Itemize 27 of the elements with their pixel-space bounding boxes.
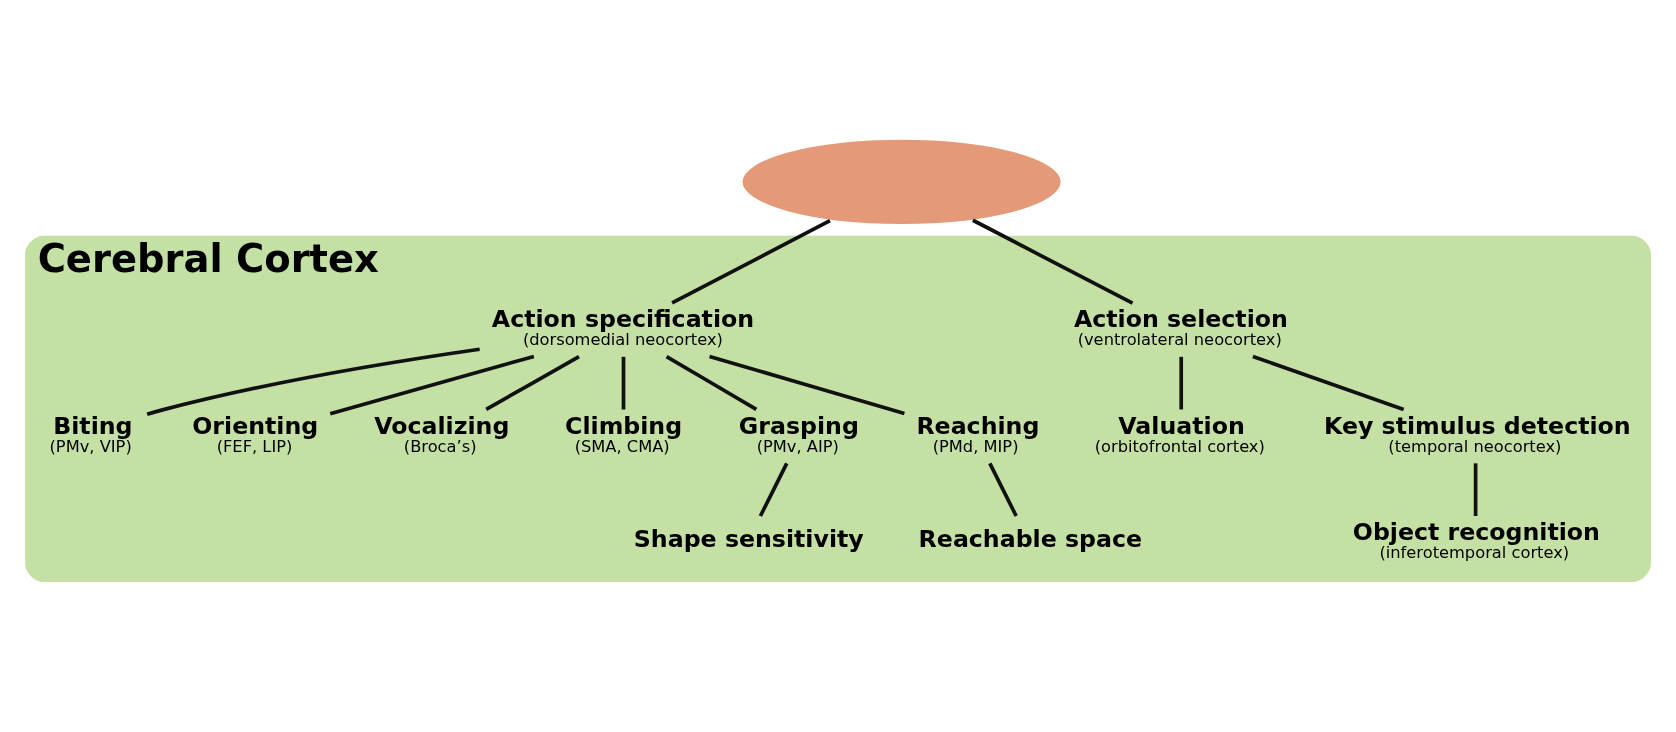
- connector: [485, 354, 580, 411]
- node-text: Climbing (SMA, CMA): [565, 411, 683, 456]
- connector: [972, 218, 1134, 305]
- node-text: Action selection (ventrolateral neocortex): [1073, 305, 1288, 349]
- node-text: Orienting (FEF, LIP): [192, 411, 319, 456]
- connector: [329, 354, 535, 416]
- node-ellipse: [741, 138, 1063, 226]
- connector: [671, 219, 831, 305]
- connector: [988, 462, 1018, 517]
- connector: [758, 462, 789, 517]
- connector: [1252, 354, 1405, 412]
- node-text: Reachable space: [918, 524, 1143, 553]
- node-text: Object recognition (inferotemporal cortex): [1352, 518, 1600, 563]
- node-text: Reaching (PMd, MIP): [916, 411, 1040, 456]
- connector: [1473, 463, 1478, 516]
- connector: [665, 354, 758, 411]
- node-text: Biting (PMv, VIP): [49, 411, 133, 456]
- node-text: Shape sensitivity: [633, 524, 864, 553]
- node-text: Vocalizing (Broca’s): [374, 411, 510, 456]
- node-text: Action specification (dorsomedial neocortex): [491, 305, 755, 349]
- connector: [1179, 356, 1184, 410]
- node-text: Valuation (orbitofrontal cortex): [1094, 411, 1265, 456]
- connector: [709, 354, 905, 416]
- connector: [621, 356, 626, 410]
- connector: [146, 347, 480, 417]
- node-text: Key stimulus detection (temporal neocortex): [1323, 411, 1631, 456]
- node-text: Grasping (PMv, AIP): [738, 411, 859, 456]
